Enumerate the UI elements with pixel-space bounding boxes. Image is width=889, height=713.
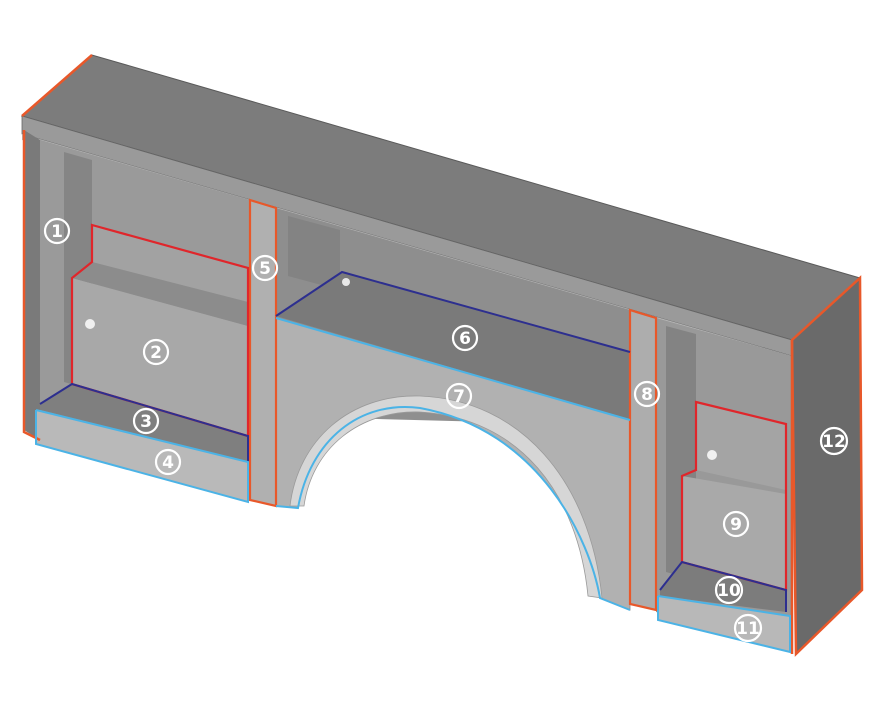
callout-6: 6 (451, 324, 479, 352)
callout-11: 11 (733, 613, 763, 643)
callout-ring (142, 338, 170, 366)
left-upper-shelf (92, 225, 248, 302)
left-kick-plate (36, 410, 248, 502)
callout-ring (714, 575, 744, 605)
outline-divider-8 (628, 308, 658, 612)
middle-shelf-floor (276, 272, 630, 420)
callout-10: 10 (714, 575, 744, 605)
callout-ring (43, 217, 71, 245)
callout-ring (722, 510, 750, 538)
right-upper-shelf (696, 402, 786, 490)
outline-end-cap (790, 275, 864, 657)
outline-right-kick (657, 595, 791, 654)
right-door-panel (682, 476, 786, 590)
divider-post-left (250, 200, 276, 506)
outline-left-floor (39, 382, 249, 462)
left-door-handle-hole (85, 319, 95, 329)
callout-number: 5 (259, 259, 271, 279)
callout-number: 7 (453, 387, 465, 407)
callout-4: 4 (154, 448, 182, 476)
callout-number: 4 (162, 453, 174, 473)
callout-2: 2 (142, 338, 170, 366)
divider-post-right (630, 310, 656, 610)
middle-rail-strip (288, 216, 340, 290)
callout-5: 5 (251, 254, 279, 282)
callout-number: 8 (641, 385, 653, 405)
callout-ring (445, 382, 473, 410)
callout-number: 9 (730, 515, 742, 535)
callout-ring (251, 254, 279, 282)
callout-ring (733, 613, 763, 643)
outline-left-lid (21, 54, 93, 117)
outline-left-kick (35, 409, 249, 504)
callout-number: 3 (140, 412, 152, 432)
callout-number: 1 (51, 222, 63, 242)
callout-ring (451, 324, 479, 352)
right-end-panel (791, 276, 863, 656)
right-floor (660, 562, 786, 612)
callout-ring (132, 407, 160, 435)
callout-12: 12 (819, 426, 849, 456)
callout-7: 7 (445, 382, 473, 410)
callout-9: 9 (722, 510, 750, 538)
callout-number: 11 (736, 619, 760, 639)
callout-8: 8 (633, 380, 661, 408)
middle-shelf-hole (342, 278, 350, 286)
outline-left-post (22, 130, 41, 442)
callout-ring (633, 380, 661, 408)
outline-middle-shelf (275, 270, 631, 353)
callout-ring (154, 448, 182, 476)
callout-ring (819, 426, 849, 456)
outline-wheel-well (275, 406, 631, 611)
callout-number: 12 (822, 432, 846, 452)
callout-1: 1 (43, 217, 71, 245)
callout-number: 2 (150, 343, 162, 363)
callout-3: 3 (132, 407, 160, 435)
left-door-top-face (72, 262, 248, 326)
callout-number: 6 (459, 329, 471, 349)
left-floor (40, 384, 248, 462)
right-door-handle-hole (707, 450, 717, 460)
left-post (24, 130, 40, 440)
outline-middle-front (275, 317, 631, 421)
callout-number: 10 (717, 581, 741, 601)
outline-right-floor (659, 560, 787, 612)
